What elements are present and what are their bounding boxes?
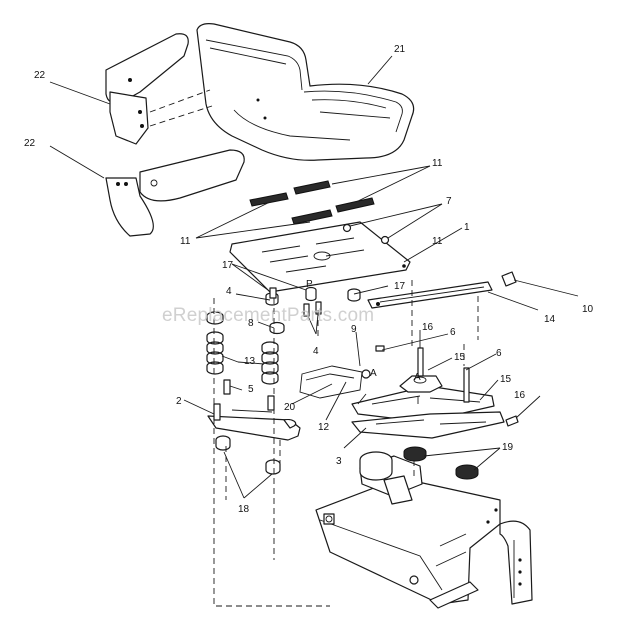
callout-6a: 6 — [450, 327, 456, 338]
spring-plate — [207, 403, 301, 441]
callout-10: 10 — [582, 304, 594, 315]
callout-6b: 6 — [496, 348, 502, 359]
callout-labels: 21 22 22 11 11 11 7 1 17 17 4 4 10 14 8 … — [24, 44, 594, 515]
watermark: eReplacementParts.com — [162, 305, 374, 326]
slide-plate-lower — [351, 375, 505, 439]
callout-4b: 4 — [313, 346, 319, 357]
slide-rail — [367, 281, 493, 309]
callout-19: 19 — [502, 442, 514, 453]
callout-3: 3 — [336, 456, 342, 467]
callout-16a: 16 — [422, 322, 434, 333]
assembly-lines — [213, 280, 479, 607]
seat-pads — [249, 180, 375, 225]
callout-22b: 22 — [24, 138, 36, 149]
latch-10 — [501, 271, 517, 287]
callout-17a: 17 — [222, 260, 234, 271]
wire-rod — [299, 365, 371, 399]
callout-7: 7 — [446, 196, 452, 207]
bushings-18 — [215, 435, 281, 475]
seat-pan — [229, 221, 411, 293]
callout-1: 1 — [464, 222, 470, 233]
callout-20: 20 — [284, 402, 296, 413]
callout-11b: 11 — [180, 236, 191, 247]
callout-15a: 15 — [454, 352, 466, 363]
armrest-upper — [105, 33, 213, 145]
callout-14: 14 — [544, 314, 556, 325]
callout-21: 21 — [394, 44, 406, 55]
callout-11a: 11 — [432, 158, 443, 169]
callout-5: 5 — [248, 384, 254, 395]
callout-4a: 4 — [226, 286, 232, 297]
callout-12: 12 — [318, 422, 330, 433]
callout-15b: 15 — [500, 374, 512, 385]
seat — [196, 23, 415, 161]
callout-A-left: A — [370, 368, 377, 379]
callout-11c: 11 — [432, 236, 443, 247]
callout-9: 9 — [351, 324, 357, 335]
pins-4 — [269, 287, 322, 317]
callout-13: 13 — [244, 356, 256, 367]
callout-P: P — [306, 279, 313, 290]
armrest-lower — [105, 149, 245, 237]
callout-17b: 17 — [394, 281, 406, 292]
callout-2: 2 — [176, 396, 182, 407]
mower-frame — [315, 451, 533, 609]
callout-16b: 16 — [514, 390, 526, 401]
leader-lines — [49, 55, 579, 499]
callout-22a: 22 — [34, 70, 46, 81]
callout-18: 18 — [238, 504, 250, 515]
bolts — [375, 345, 519, 427]
washers-19 — [403, 446, 479, 480]
callout-8: 8 — [248, 318, 254, 329]
callout-A-right: A — [414, 372, 421, 383]
